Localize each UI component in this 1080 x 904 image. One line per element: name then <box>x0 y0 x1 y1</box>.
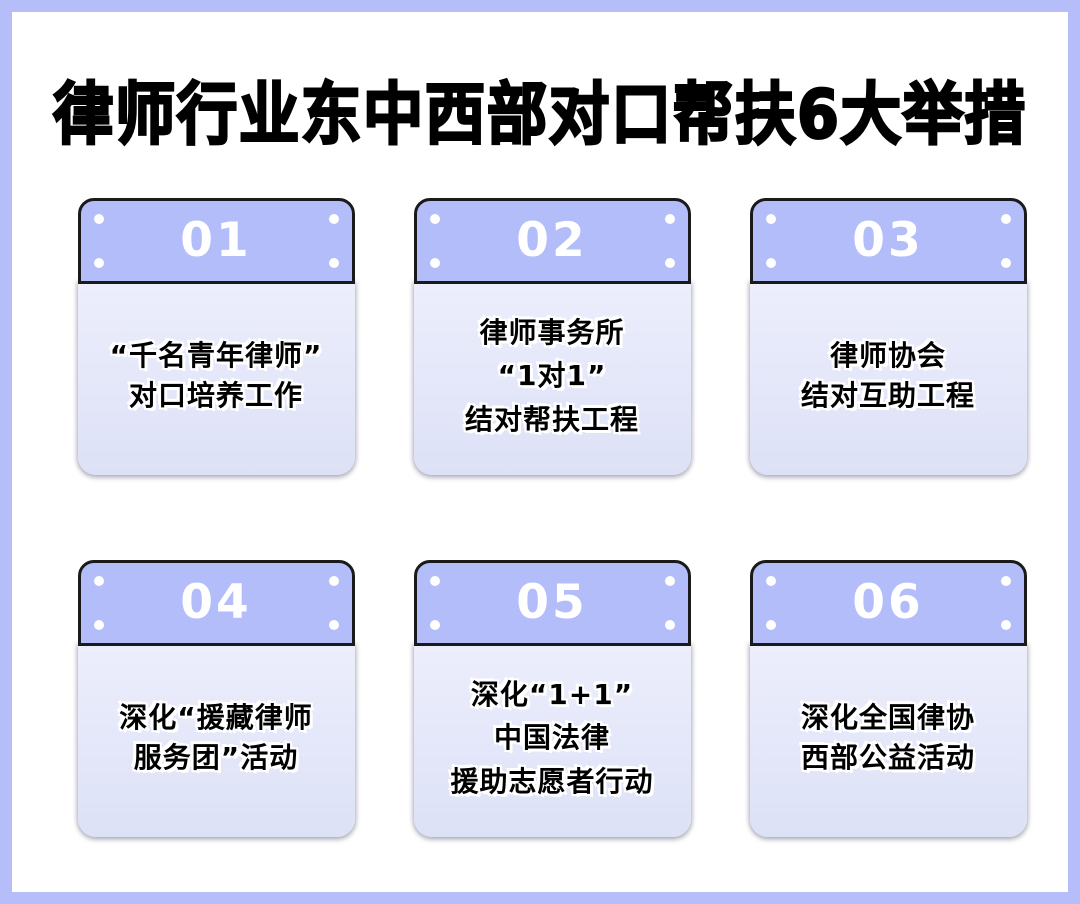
rivet-dot-icon <box>664 258 675 268</box>
card-text-line: 结对帮扶工程 <box>464 402 639 436</box>
poster-page: 律师行业东中西部对口帮扶6大举措 01 “千名青年律师” 对口培养工作 02 律师事务所… <box>12 12 1068 892</box>
card-text-line: 服务团”活动 <box>133 741 299 774</box>
title-container: 律师行业东中西部对口帮扶6大举措 <box>12 44 1068 187</box>
card-text-line: 深化“援藏律师 <box>119 701 313 735</box>
rivet-dot-icon <box>664 620 675 630</box>
rivet-dot-icon <box>1000 258 1011 268</box>
card-header: 02 <box>413 198 691 284</box>
card-text-line: “千名青年律师” <box>109 339 323 373</box>
card-header: 06 <box>749 560 1027 646</box>
measure-card[interactable]: 05 深化“1+1” 中国法律援助志愿者行动 <box>413 560 691 840</box>
measure-card[interactable]: 04 深化“援藏律师服务团”活动 <box>77 560 355 840</box>
card-text-line: 深化全国律协 <box>800 701 975 735</box>
rivet-dot-icon <box>429 258 440 268</box>
measure-card[interactable]: 01 “千名青年律师” 对口培养工作 <box>77 198 355 478</box>
rivet-dot-icon <box>664 576 675 586</box>
card-text-line: 律师事务所 <box>479 315 625 349</box>
measure-card[interactable]: 03 律师协会结对互助工程 <box>749 198 1027 478</box>
card-number: 06 <box>852 574 924 630</box>
card-number: 05 <box>516 574 588 630</box>
rivet-dot-icon <box>765 258 776 268</box>
card-body: 深化“1+1” 中国法律援助志愿者行动 <box>413 643 691 837</box>
card-header: 01 <box>77 198 355 284</box>
card-number: 02 <box>516 212 588 268</box>
card-header: 03 <box>749 198 1027 284</box>
page-title: 律师行业东中西部对口帮扶6大举措 <box>52 75 1027 155</box>
card-body: 律师协会结对互助工程 <box>749 281 1027 475</box>
card-text-line: 援助志愿者行动 <box>450 764 654 798</box>
card-body: “千名青年律师” 对口培养工作 <box>77 281 355 475</box>
rivet-dot-icon <box>765 576 776 586</box>
card-text-line: 中国法律 <box>493 721 610 755</box>
card-text-line: “1对1” <box>497 359 607 393</box>
card-body: 深化全国律协西部公益活动 <box>749 643 1027 837</box>
card-text-line: 律师协会 <box>829 339 946 373</box>
rivet-dot-icon <box>1000 576 1011 586</box>
rivet-dot-icon <box>664 214 675 224</box>
rivet-dot-icon <box>1000 214 1011 224</box>
rivet-dot-icon <box>328 214 339 224</box>
card-text-line: 西部公益活动 <box>800 741 975 774</box>
rivet-dot-icon <box>429 620 440 630</box>
measure-card[interactable]: 06 深化全国律协西部公益活动 <box>749 560 1027 840</box>
card-number: 03 <box>852 212 924 268</box>
rivet-dot-icon <box>765 620 776 630</box>
rivet-dot-icon <box>429 576 440 586</box>
card-body: 深化“援藏律师服务团”活动 <box>77 643 355 837</box>
card-body: 律师事务所 “1对1” 结对帮扶工程 <box>413 281 691 475</box>
rivet-dot-icon <box>1000 620 1011 630</box>
rivet-dot-icon <box>765 214 776 224</box>
rivet-dot-icon <box>93 258 104 268</box>
card-text-line: 深化“1+1” <box>470 677 634 711</box>
rivet-dot-icon <box>328 576 339 586</box>
rivet-dot-icon <box>93 620 104 630</box>
card-header: 04 <box>77 560 355 646</box>
measure-card[interactable]: 02 律师事务所 “1对1” 结对帮扶工程 <box>413 198 691 478</box>
card-text-line: 对口培养工作 <box>128 379 303 412</box>
rivet-dot-icon <box>93 214 104 224</box>
card-number: 01 <box>180 212 252 268</box>
rivet-dot-icon <box>328 620 339 630</box>
card-text-line: 结对互助工程 <box>800 379 975 412</box>
card-number: 04 <box>180 574 252 630</box>
card-header: 05 <box>413 560 691 646</box>
measure-card-grid: 01 “千名青年律师” 对口培养工作 02 律师事务所 “1对1” 结对帮扶工程 03 律师协会… <box>62 198 1042 840</box>
rivet-dot-icon <box>328 258 339 268</box>
rivet-dot-icon <box>93 576 104 586</box>
rivet-dot-icon <box>429 214 440 224</box>
